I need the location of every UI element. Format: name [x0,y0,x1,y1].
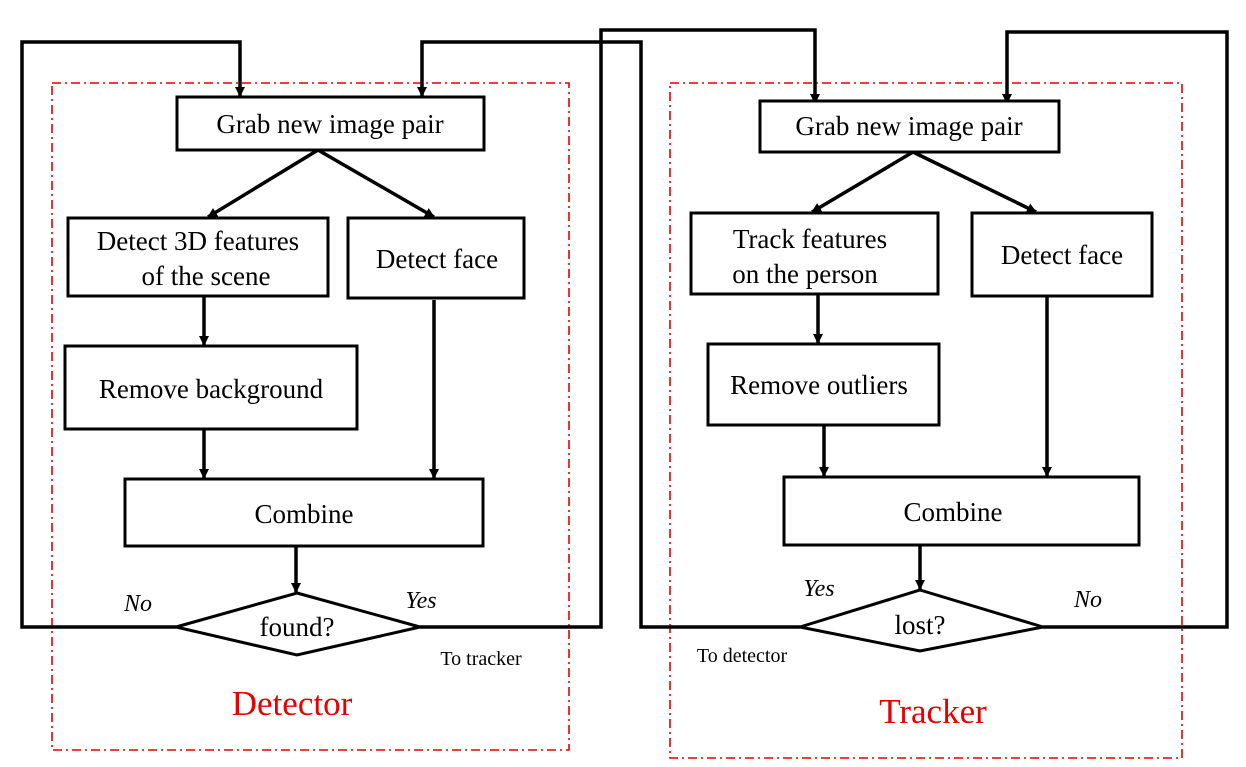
detector-grab-label: Grab new image pair [216,109,443,139]
detector-no-label: No [123,591,152,617]
tracker-group: Grab new image pair Track features on th… [689,99,1154,731]
found-decision-diamond [175,591,421,657]
grab-to-detectface-arrow [317,148,435,219]
tracker-frame [669,82,1183,759]
remove-outliers-box [706,342,941,427]
track-features-label-line2: on the person [732,259,878,289]
tracker-to-detector-line [417,40,800,629]
detector-combine-label: Combine [255,499,354,529]
tracker-yes-label: Yes [803,576,834,602]
detector-combine-box [123,477,485,548]
to-tracker-note: To tracker [440,648,522,670]
detector-no-loop-line [20,40,245,629]
grab-to-detect3d-arrow [207,148,319,219]
remove-background-label: Remove background [99,374,324,404]
tracker-caption: Tracker [879,692,987,731]
detect-3d-features-box [66,216,330,298]
detector-grab-box [175,95,486,152]
tracker-detect-face-label: Detect face [1001,240,1123,270]
to-detector-note: To detector [697,645,788,667]
lost-decision-label: lost? [895,610,946,640]
detector-yes-label: Yes [405,588,436,614]
detect-3d-features-label-line1: Detect 3D features [97,226,299,256]
tracker-no-label: No [1073,587,1102,613]
detector-group: Grab new image pair Detect 3D features o… [20,28,1229,723]
detector-detect-face-label: Detect face [376,244,498,274]
tracker-detect-face-box [970,211,1154,298]
tracker-no-return-line [1002,30,1229,629]
lost-decision-diamond [799,588,1044,653]
detector-frame [51,82,570,751]
tgrab-to-track-arrow [811,150,914,214]
tracker-combine-label: Combine [904,497,1003,527]
remove-outliers-label: Remove outliers [730,370,908,400]
tracker-grab-box [758,99,1061,154]
detector-caption: Detector [232,684,353,723]
tracker-combine-box [782,475,1141,547]
remove-background-box [63,344,359,431]
tracker-grab-label: Grab new image pair [795,111,1022,141]
track-features-label-line1: Track features [733,224,887,254]
detect-3d-features-label-line2: of the scene [142,261,271,291]
found-decision-label: found? [260,612,335,642]
tgrab-to-detectface-arrow [912,150,1037,214]
detector-to-tracker-line [420,28,820,629]
track-features-box [689,211,940,296]
detector-detect-face-box [346,216,526,300]
